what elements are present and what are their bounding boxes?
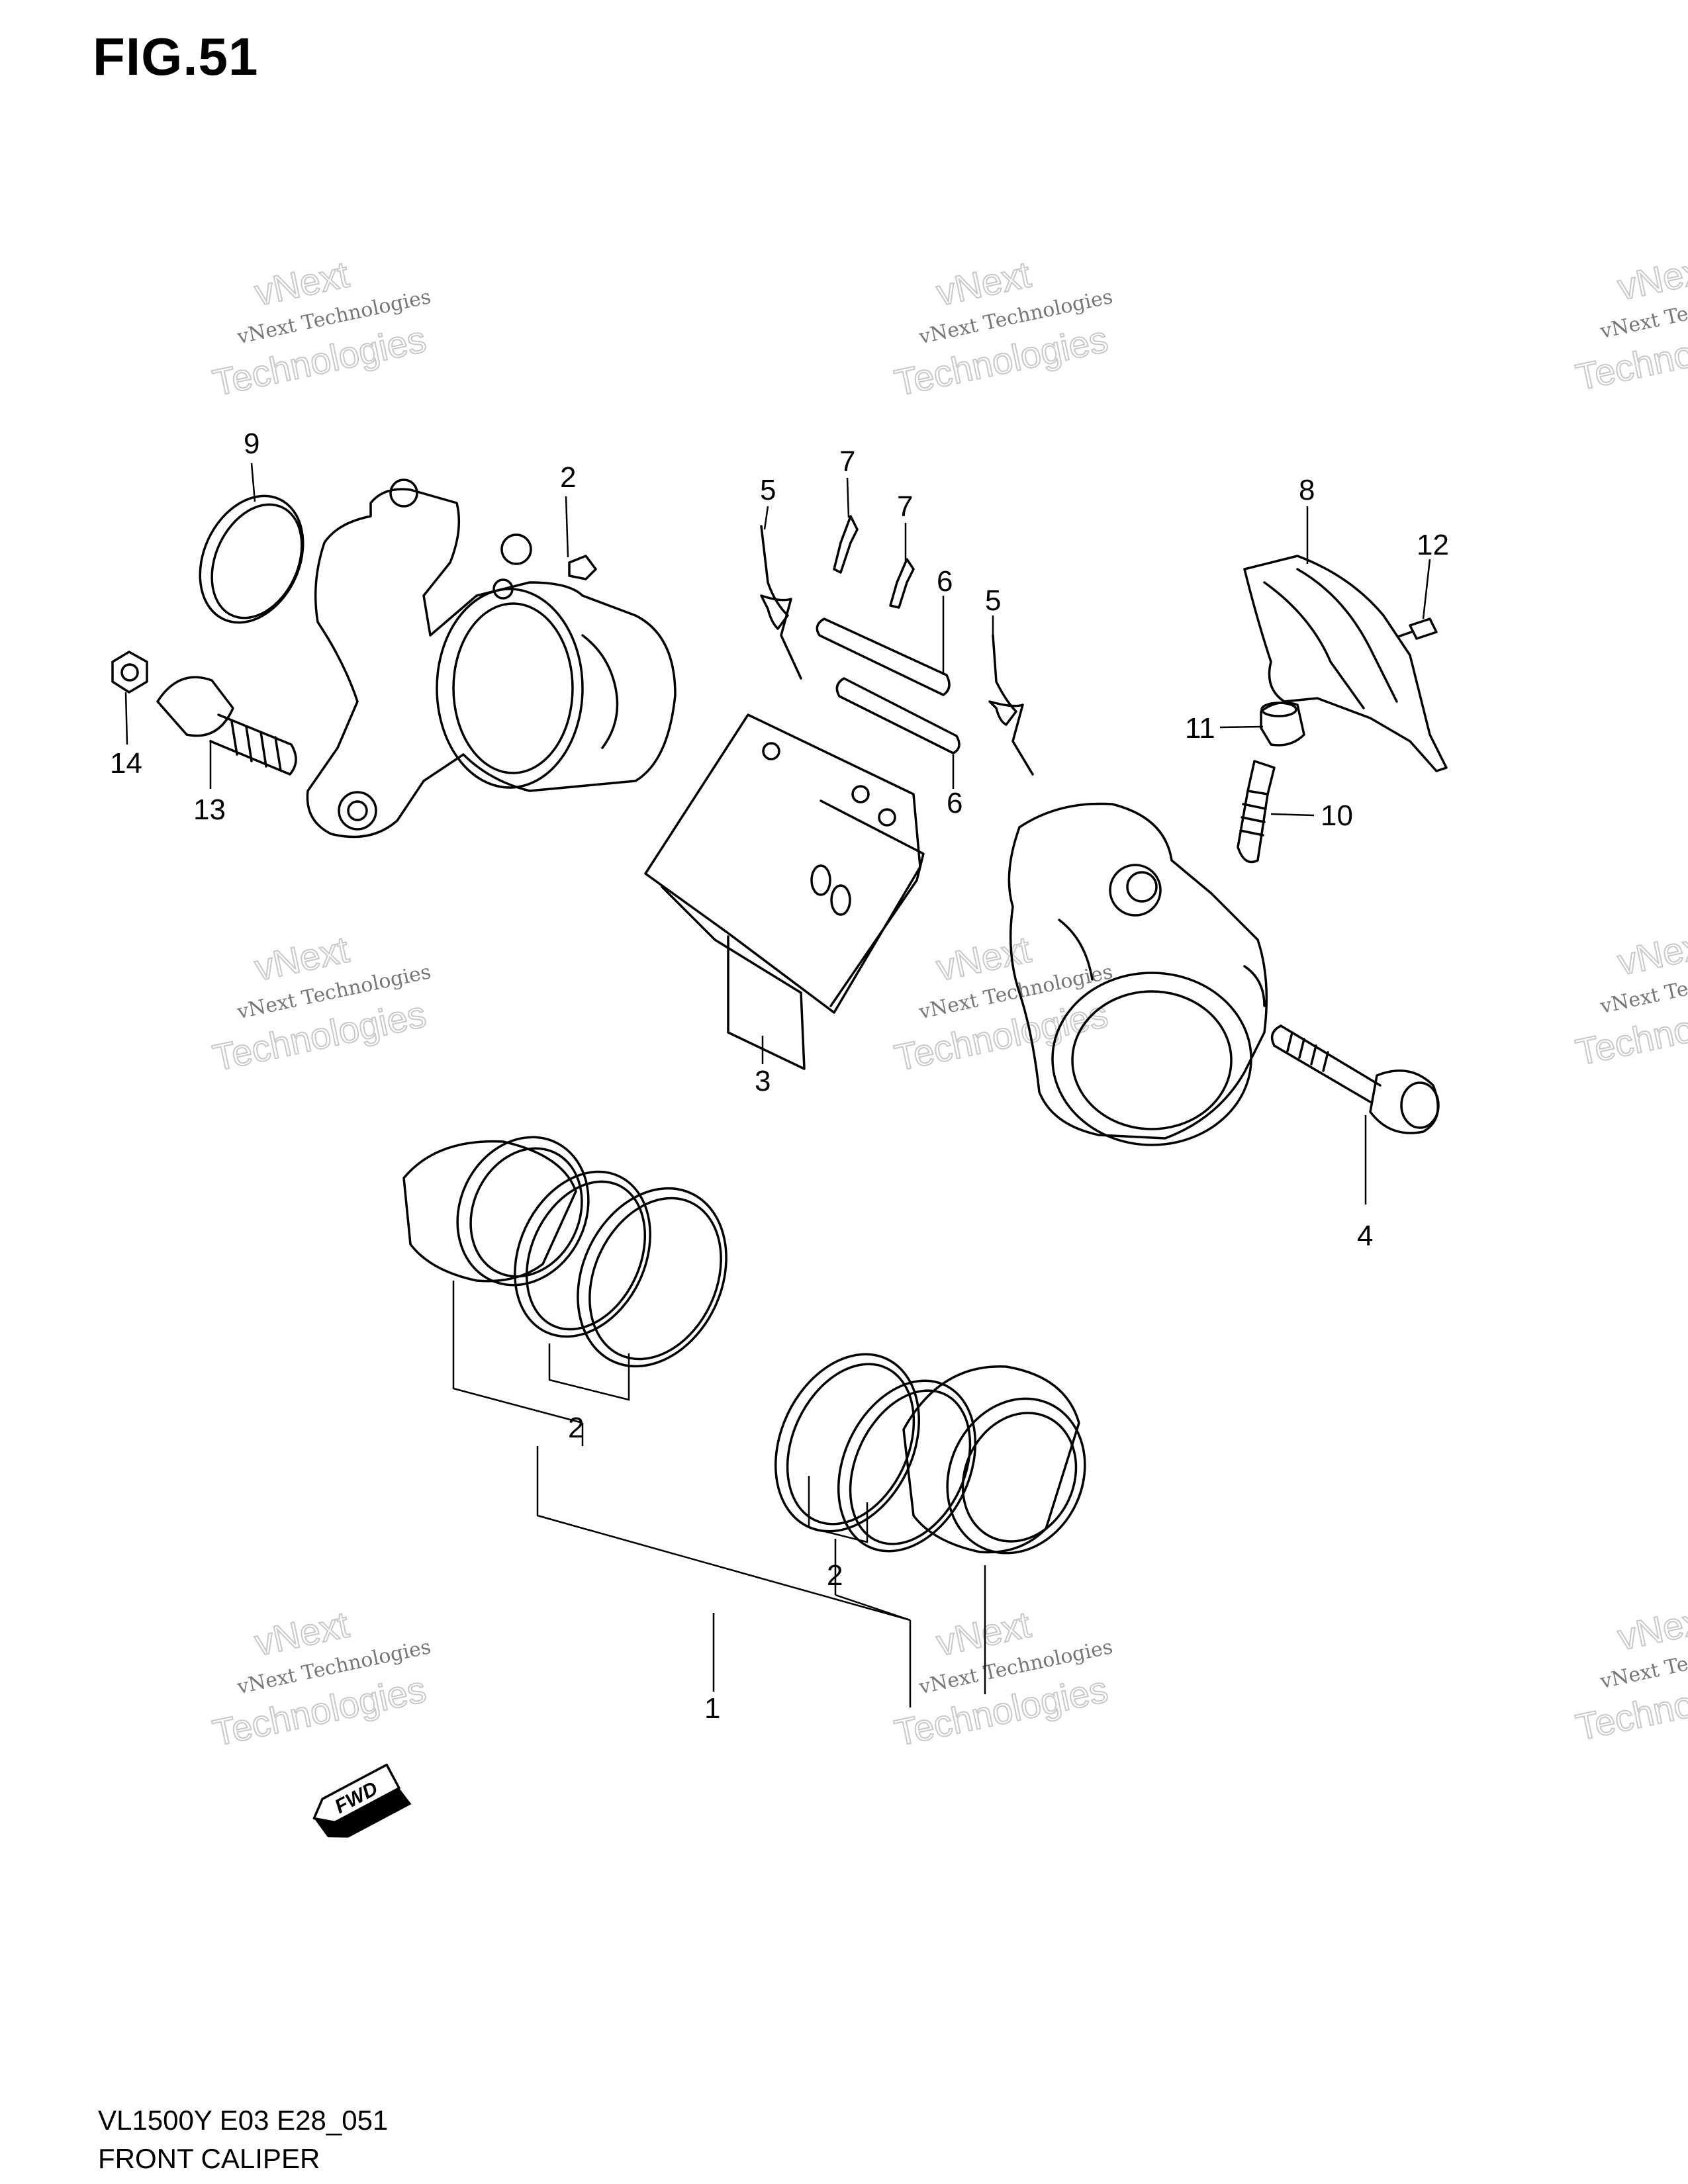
callout-6-upper: 6 xyxy=(937,565,953,598)
callout-2-left-seals: 2 xyxy=(568,1412,584,1444)
part-5-spring-left xyxy=(760,525,802,680)
part-seal-left-b xyxy=(577,1187,727,1368)
callout-5-left: 5 xyxy=(760,474,776,506)
fwd-direction-badge: FWD xyxy=(312,1763,412,1838)
callout-10: 10 xyxy=(1321,799,1353,832)
callout-9: 9 xyxy=(244,428,259,460)
watermark-text: vNext xyxy=(1614,1598,1688,1658)
watermark-mid-left: vNext vNext Technologies Technologies xyxy=(209,927,433,1079)
callout-13: 13 xyxy=(193,794,226,826)
callout-8: 8 xyxy=(1299,474,1315,506)
watermark-text: vNext xyxy=(1614,248,1688,308)
part-7-clip-b xyxy=(889,558,915,609)
model-code: VL1500Y E03 E28_051 xyxy=(98,2105,389,2136)
section-name: FRONT CALIPER xyxy=(98,2143,320,2174)
watermark-mid-right: vNext vNext Technologies Technologies xyxy=(1571,922,1688,1074)
part-3-brake-pads xyxy=(644,713,925,1070)
leader-lines xyxy=(124,463,1431,1707)
part-6-pin-lower xyxy=(835,677,961,754)
callout-4: 4 xyxy=(1357,1220,1373,1252)
watermark-low-center: vNext vNext Technologies Technologies xyxy=(890,1602,1115,1754)
callout-3: 3 xyxy=(755,1065,771,1097)
part-7-clip-a xyxy=(833,515,859,574)
watermark-text: vNext xyxy=(1614,923,1688,983)
callout-labels: 9 2 14 13 5 7 7 6 6 5 8 12 11 10 3 4 2 2… xyxy=(110,428,1449,1725)
part-10-bleeder-valve xyxy=(1237,760,1276,864)
part-6-pin-upper xyxy=(816,617,951,696)
callout-1: 1 xyxy=(704,1692,720,1725)
callout-12: 12 xyxy=(1417,529,1449,561)
callout-2-carrier: 2 xyxy=(560,461,576,494)
figure-title: FIG.51 xyxy=(93,27,259,86)
callout-7-b: 7 xyxy=(897,490,913,523)
part-13-pin-bolt xyxy=(156,676,297,776)
watermark-top-right: vNext vNext Technologies Technologies xyxy=(1571,247,1688,399)
part-9-cap xyxy=(199,494,305,624)
part-caliper-body-right xyxy=(1008,802,1268,1146)
part-4-bolt xyxy=(1270,1024,1440,1134)
watermark-low-right: vNext vNext Technologies Technologies xyxy=(1571,1597,1688,1749)
part-piston-right xyxy=(902,1365,1086,1555)
watermark-low-left: vNext vNext Technologies Technologies xyxy=(209,1602,433,1754)
part-8-cover xyxy=(1243,555,1448,772)
part-14-nut xyxy=(111,651,148,694)
watermark-top-center: vNext vNext Technologies Technologies xyxy=(890,252,1115,404)
watermark-top-left: vNext vNext Technologies Technologies xyxy=(209,252,433,404)
callout-2-right-seals: 2 xyxy=(827,1559,843,1592)
part-2-caliper-body-left xyxy=(306,478,677,839)
part-5-spring-right xyxy=(988,634,1034,776)
part-11-bleeder-cap xyxy=(1260,701,1305,747)
callout-6-lower: 6 xyxy=(947,787,962,819)
watermark-mid-center: vNext vNext Technologies Technologies xyxy=(890,927,1115,1079)
callout-11: 11 xyxy=(1185,712,1215,745)
callout-5-right: 5 xyxy=(985,584,1001,617)
part-piston-left xyxy=(402,1136,590,1287)
callout-7-a: 7 xyxy=(839,445,855,478)
callout-14: 14 xyxy=(110,747,142,780)
part-seal-left-a xyxy=(514,1170,651,1338)
part-12-screw xyxy=(1397,617,1438,640)
